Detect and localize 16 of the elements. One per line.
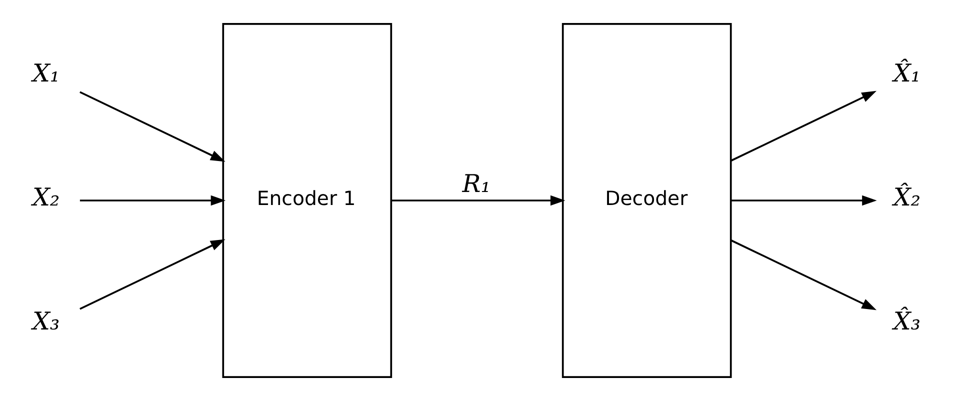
- arrow: [731, 194, 877, 206]
- node-box: Encoder 1: [222, 22, 392, 378]
- node-text: X₂: [32, 182, 60, 211]
- edge-label: R₁: [462, 168, 491, 198]
- arrow: [730, 239, 877, 310]
- node-box: Decoder: [562, 22, 732, 378]
- arrow: [80, 90, 226, 162]
- node-text: X̂₃: [893, 306, 921, 335]
- node-text: X̂₂: [893, 182, 921, 211]
- arrow: [80, 238, 226, 310]
- node-text: X̂₁: [893, 58, 921, 88]
- arrow: [80, 194, 226, 206]
- node-text: X₃: [32, 306, 60, 335]
- node-text: X₁: [32, 58, 60, 88]
- arrow: [730, 90, 877, 161]
- arrow: [391, 194, 566, 206]
